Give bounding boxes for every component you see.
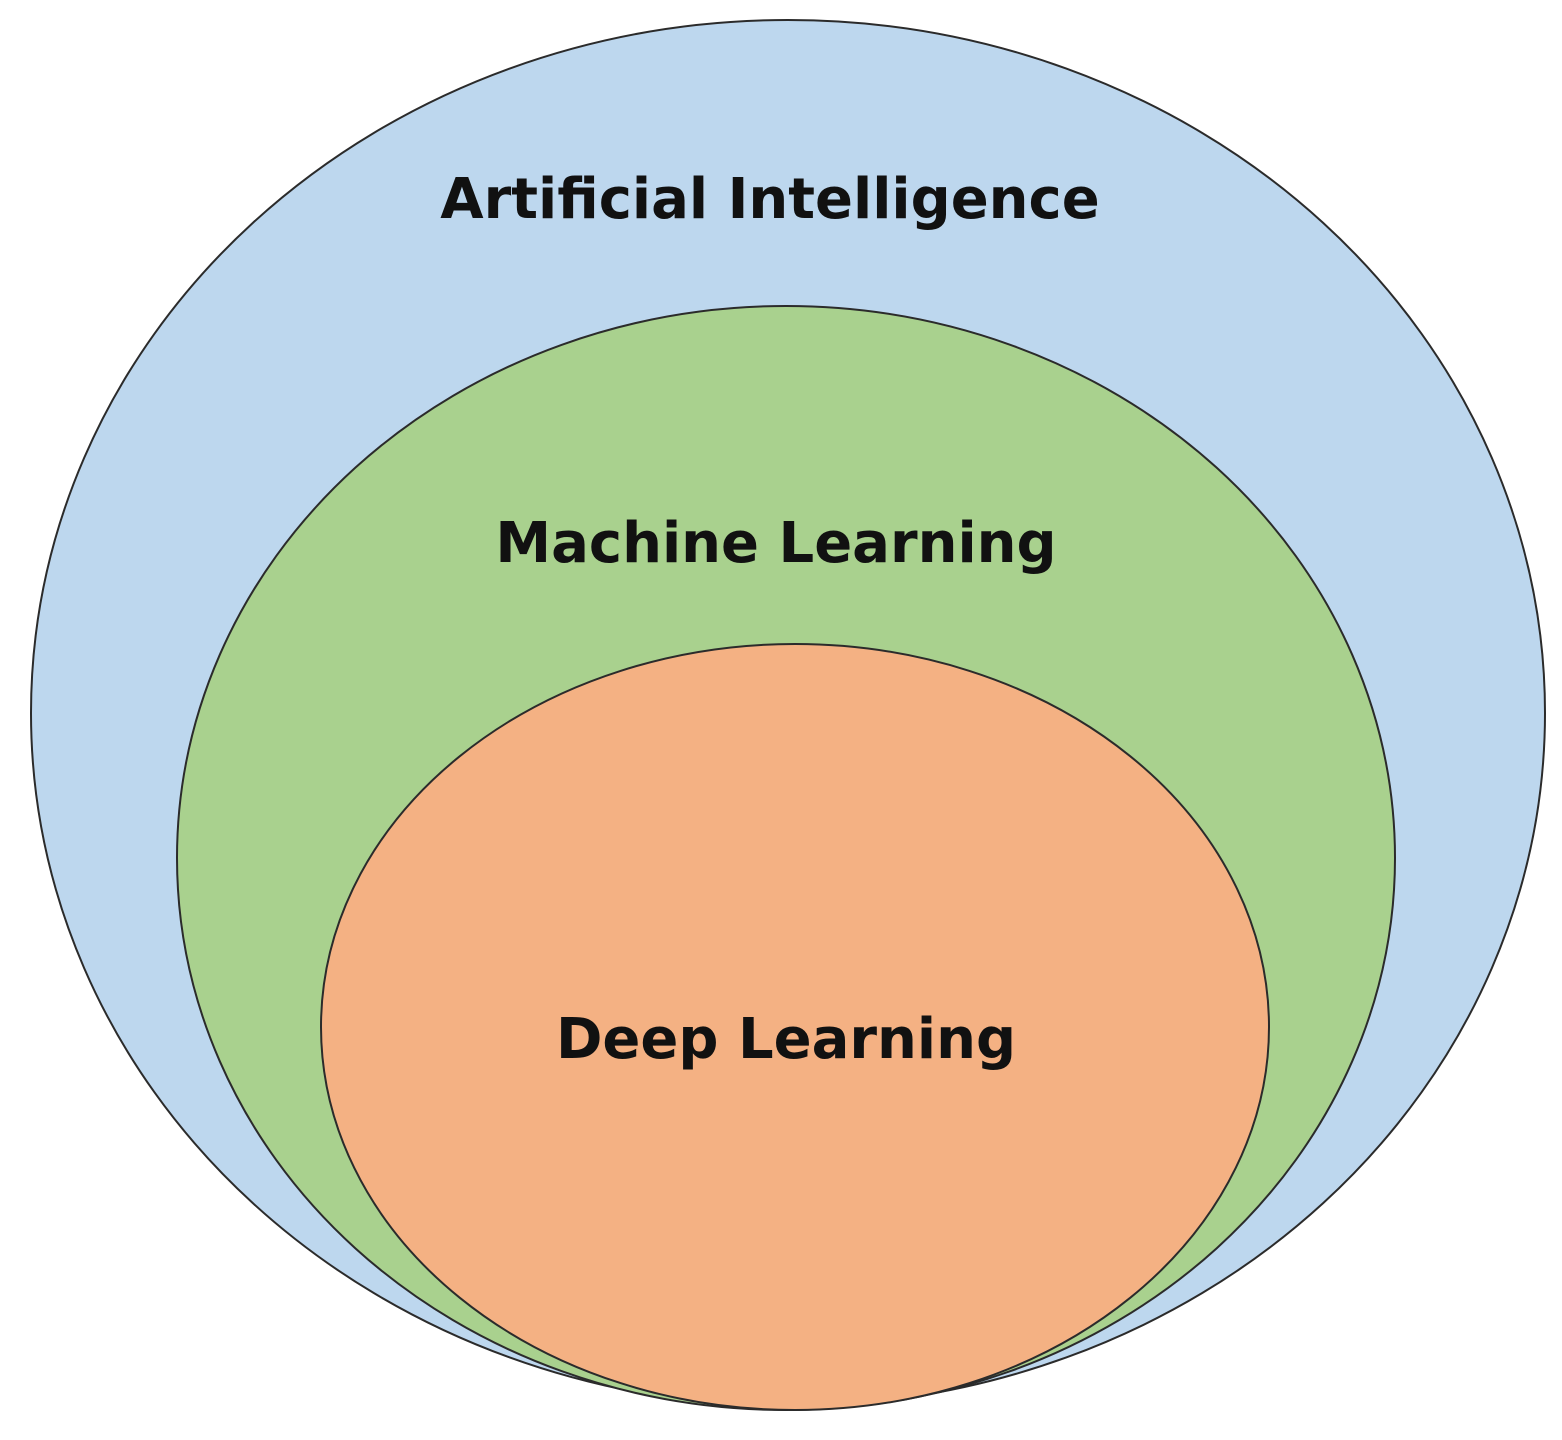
dl-ellipse — [320, 643, 1270, 1411]
dl-label: Deep Learning — [556, 1007, 1016, 1072]
ai-label: Artificial Intelligence — [440, 167, 1099, 232]
ml-label: Machine Learning — [495, 511, 1056, 576]
